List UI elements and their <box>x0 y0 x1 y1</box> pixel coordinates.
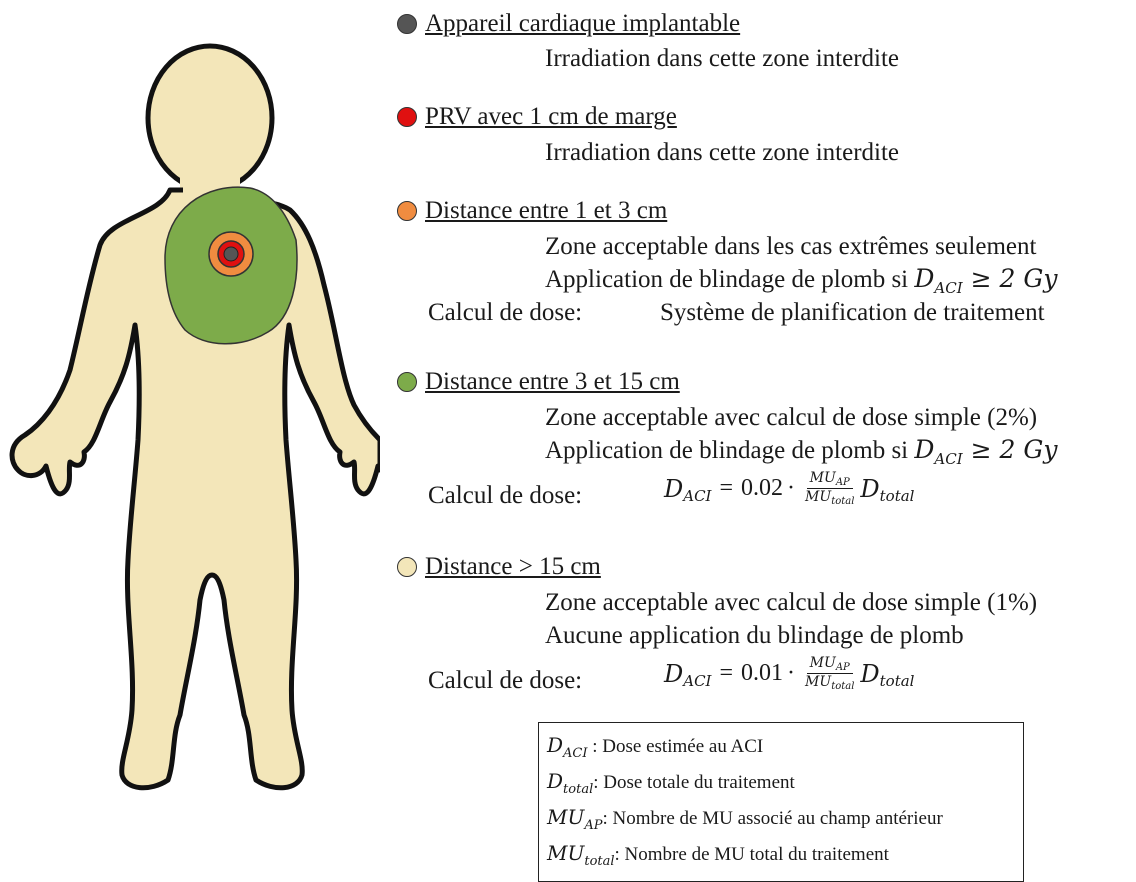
zone-3-dose-text: Système de planification de traitement <box>660 298 1045 328</box>
zone-4-fraction: MUAP MUtotal <box>805 470 854 507</box>
body-figure <box>0 0 380 880</box>
zone-3-title: Distance entre 1 et 3 cm <box>425 197 667 225</box>
zone-1-header: Appareil cardiaque implantable <box>397 10 740 38</box>
zone-4-condition: DACI ≥ 2 Gy <box>914 435 1057 464</box>
zone-4-title: Distance entre 3 et 15 cm <box>425 368 680 396</box>
zone-5-fraction: MUAP MUtotal <box>805 655 854 692</box>
zone-5-line-1: Zone acceptable avec calcul de dose simp… <box>545 588 1037 618</box>
legend-row-mu-total: MUtotal : Nombre de MU total du traiteme… <box>547 841 889 866</box>
zone-4-dose-label: Calcul de dose: <box>428 481 582 511</box>
body-silhouette <box>12 46 380 788</box>
legend-row-mu-ap: MUAP : Nombre de MU associé au champ ant… <box>547 805 943 830</box>
red-circle-icon <box>397 107 417 127</box>
zone-3-condition: DACI ≥ 2 Gy <box>914 264 1057 293</box>
zone-3-header: Distance entre 1 et 3 cm <box>397 197 667 225</box>
green-circle-icon <box>397 372 417 392</box>
zone-2-line: Irradiation dans cette zone interdite <box>545 138 899 168</box>
orange-circle-icon <box>397 201 417 221</box>
zone-3-dose-label: Calcul de dose: <box>428 298 582 328</box>
grey-circle-icon <box>397 14 417 34</box>
zone-5-line-2: Aucune application du blindage de plomb <box>545 621 964 651</box>
legend-row-d-total: Dtotal : Dose totale du traitement <box>547 769 795 794</box>
zone-5-title: Distance > 15 cm <box>425 553 601 581</box>
legend-box: DACI : Dose estimée au ACI Dtotal : Dose… <box>538 722 1024 882</box>
zone-5-dose-label: Calcul de dose: <box>428 666 582 696</box>
zone-4-header: Distance entre 3 et 15 cm <box>397 368 680 396</box>
zone-1-line: Irradiation dans cette zone interdite <box>545 44 899 74</box>
zone-4-line-1: Zone acceptable avec calcul de dose simp… <box>545 403 1037 433</box>
zone-2-title: PRV avec 1 cm de marge <box>425 103 677 131</box>
legend-row-d-aci: DACI : Dose estimée au ACI <box>547 733 763 758</box>
zone-2-header: PRV avec 1 cm de marge <box>397 103 677 131</box>
zone-4-line-2: Application de blindage de plomb si DACI… <box>545 435 1057 468</box>
zone-3-line-2: Application de blindage de plomb si DACI… <box>545 264 1057 297</box>
zone-5-header: Distance > 15 cm <box>397 553 601 581</box>
zone-3-line-1: Zone acceptable dans les cas extrêmes se… <box>545 232 1036 262</box>
implant-device <box>224 247 238 261</box>
beige-circle-icon <box>397 557 417 577</box>
zone-1-title: Appareil cardiaque implantable <box>425 10 740 38</box>
